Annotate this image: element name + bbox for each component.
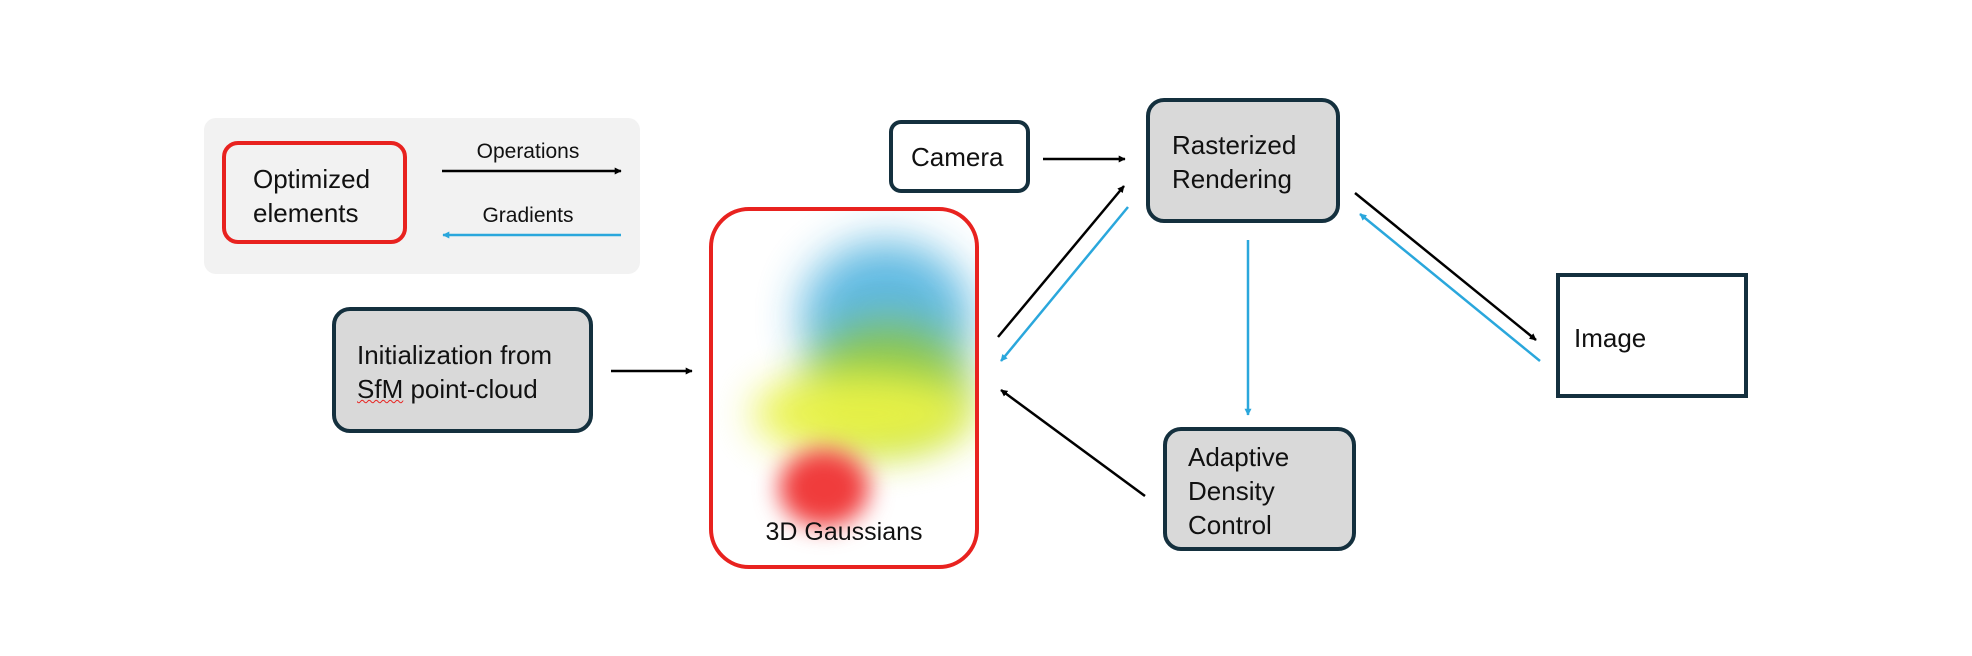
legend-optimized-line1: Optimized (253, 164, 371, 194)
adaptive-density-control-node: Adaptive Density Control (1163, 427, 1356, 551)
adaptive-label-line3: Control (1188, 510, 1272, 540)
rasterized-label-line2: Rendering (1172, 164, 1292, 194)
init-label-line1: Initialization from (357, 340, 553, 370)
arrow-adaptive-to-gaussians (1000, 388, 1146, 498)
gradient-rendering-to-gaussians (1000, 206, 1129, 362)
legend-optimized-box: Optimized elements (222, 141, 407, 244)
gaussians-node (709, 207, 979, 569)
initialization-node: Initialization from SfM point-cloud (332, 307, 593, 433)
arrow-rendering-to-image (1354, 192, 1537, 341)
image-label: Image (1574, 323, 1647, 353)
init-label-sfm: SfM (357, 374, 404, 404)
image-node: Image (1556, 273, 1748, 398)
arrow-gaussians-to-rendering (997, 185, 1125, 338)
adaptive-label-line1: Adaptive (1188, 442, 1290, 472)
rasterized-rendering-node: Rasterized Rendering (1146, 98, 1340, 223)
legend-optimized-line2: elements (253, 198, 359, 228)
init-label-line2: SfM point-cloud (357, 372, 589, 406)
legend-gradients-label: Gradients (482, 204, 574, 227)
adaptive-label-line2: Density (1188, 476, 1275, 506)
legend-operations-label: Operations (476, 140, 580, 163)
yellow-gaussian-blob (753, 371, 973, 456)
red-gaussian-blob (779, 449, 869, 527)
init-label-pointcloud: point-cloud (403, 374, 538, 404)
gaussians-label: 3D Gaussians (765, 518, 923, 546)
rasterized-label-line1: Rasterized (1172, 130, 1297, 160)
camera-node: Camera (889, 120, 1030, 193)
camera-label: Camera (911, 142, 1004, 172)
gradient-image-to-rendering (1359, 213, 1541, 362)
